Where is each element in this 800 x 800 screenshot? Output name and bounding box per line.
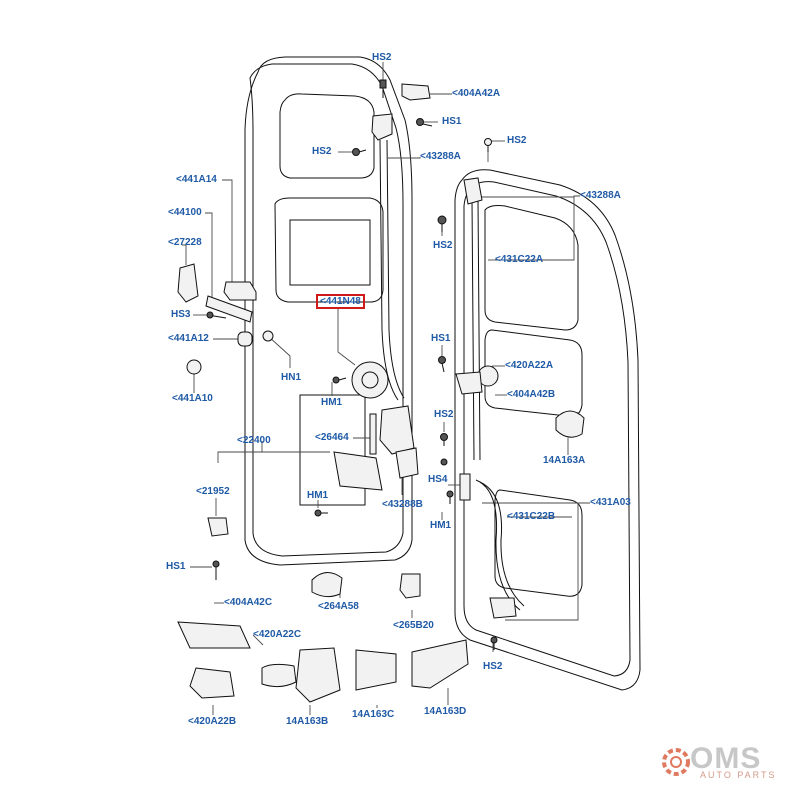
label-441n48-highlighted[interactable]: <441N48 [316,294,365,309]
hinge-404a42c [177,621,251,649]
upper-latch-right [463,177,483,205]
screw-hs1-top [416,118,433,127]
bushing-441a12 [237,331,253,347]
label-431c22b[interactable]: <431C22B [507,511,556,522]
watermark-tagline: AUTO PARTS [700,770,777,780]
label-hs4[interactable]: HS4 [428,474,448,485]
label-hs2-bottom[interactable]: HS2 [483,661,503,672]
label-264a58[interactable]: <264A58 [318,601,359,612]
label-hs1-mid[interactable]: HS1 [431,333,451,344]
screw-hs1-low [212,560,220,580]
screw-hs4 [440,458,448,466]
label-hm1-a[interactable]: HM1 [321,397,343,408]
screw-hm1-a [332,376,347,384]
label-hs2-lower[interactable]: HS2 [434,409,454,420]
screw-hm1-c [446,490,454,504]
label-431c22a[interactable]: <431C22A [495,254,544,265]
actuator-43288b [395,447,419,479]
screw-hs3 [206,311,227,319]
cap-441a10 [186,359,202,375]
latch-14a163d [411,639,469,689]
latch-14a163b [295,647,341,703]
label-431a03[interactable]: <431A03 [590,497,631,508]
label-hm1-c[interactable]: HM1 [430,520,452,531]
upper-latch-left [371,113,393,141]
lower-latch-right [489,597,517,619]
label-hs2-left[interactable]: HS2 [312,146,332,157]
handle-22400 [333,451,383,491]
hinge-404a42b [455,371,483,395]
hinge-404a42a [401,83,431,101]
grommet-hn1 [262,330,274,342]
screw-hs2-lower [440,433,448,446]
label-420a22c[interactable]: <420A22C [253,629,302,640]
screw-hs2-mid [437,215,447,232]
screw-top [379,79,387,98]
label-hm1-b[interactable]: HM1 [307,490,329,501]
label-hn1[interactable]: HN1 [281,372,302,383]
parts [177,79,585,703]
label-404a42b[interactable]: <404A42B [507,389,556,400]
label-420a22a[interactable]: <420A22A [505,360,554,371]
watermark-brand: OMS [690,742,762,775]
label-hs2-right[interactable]: HS2 [507,135,527,146]
label-420a22b[interactable]: <420A22B [188,716,237,727]
label-14a163b[interactable]: 14A163B [286,716,329,727]
screw-hm1-b [314,509,328,517]
screw-hs2-bottom [490,636,498,650]
label-21952[interactable]: <21952 [196,486,230,497]
bracket-27228 [177,263,199,303]
label-22400[interactable]: <22400 [237,435,271,446]
label-404a42c[interactable]: <404A42C [224,597,273,608]
label-44100[interactable]: <44100 [168,207,202,218]
handle-441a14 [223,281,257,301]
screw-hs2-right [484,138,492,152]
plate-420a22b [189,667,235,699]
handle-44100 [205,295,253,323]
label-14a163a[interactable]: 14A163A [543,455,586,466]
label-43288b[interactable]: <43288B [382,499,423,510]
label-hs2-top[interactable]: HS2 [372,52,392,63]
label-hs1-low[interactable]: HS1 [166,561,186,572]
bracket-265b20 [399,573,421,599]
label-hs1-top[interactable]: HS1 [442,116,462,127]
leader-lines [182,62,590,715]
label-441a12[interactable]: <441A12 [168,333,209,344]
label-43288a-top[interactable]: <43288A [420,151,461,162]
part-21952 [207,517,229,537]
latch-14a163a [555,410,585,438]
left-door-panel [244,56,413,566]
label-43288a-right[interactable]: <43288A [580,190,621,201]
label-hs3[interactable]: HS3 [171,309,191,320]
label-404a42a[interactable]: <404A42A [452,88,501,99]
latch-441n48 [351,361,389,399]
plate-420a22c [261,663,297,688]
rod-26464 [369,413,377,455]
cover-264a58 [311,572,343,598]
lock-26464 [379,405,415,455]
screw-hs1-mid [438,356,446,373]
control-cables [379,139,525,611]
label-265b20[interactable]: <265B20 [393,620,434,631]
striker-right [459,473,471,501]
right-door-panel [454,169,641,691]
latch-14a163c [355,649,397,691]
label-441a14[interactable]: <441A14 [176,174,217,185]
label-14a163d[interactable]: 14A163D [424,706,467,717]
label-26464[interactable]: <26464 [315,432,349,443]
label-14a163c[interactable]: 14A163C [352,709,395,720]
label-27228[interactable]: <27228 [168,237,202,248]
watermark-gear-icon [662,748,690,776]
label-441a10[interactable]: <441A10 [172,393,213,404]
label-hs2-mid[interactable]: HS2 [433,240,453,251]
screw-hs2-left [352,148,367,156]
